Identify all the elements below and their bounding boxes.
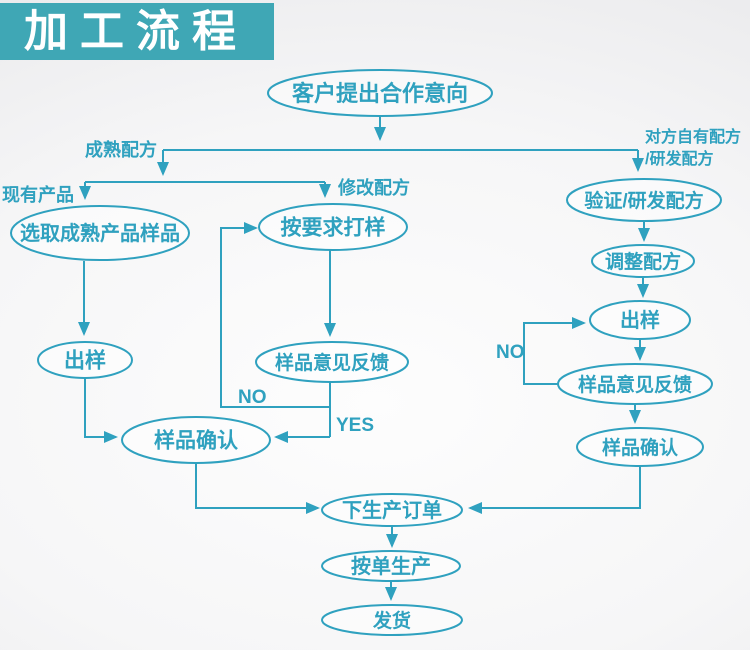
node-feedback-mid: 样品意见反馈: [255, 341, 409, 383]
node-feedback-right: 样品意见反馈: [557, 363, 713, 405]
node-start-shape: [267, 69, 493, 117]
node-sample-out-left-label: 出样: [64, 349, 106, 373]
arrow-no-loop-right: [523, 317, 586, 385]
node-feedback-right-shape: [557, 363, 713, 405]
node-confirm-left-label: 样品确认: [154, 429, 238, 453]
label-yes-mid: YES: [336, 415, 374, 436]
node-sample-out-right: 出样: [589, 300, 691, 340]
node-verify-formula: 验证/研发配方: [566, 178, 722, 222]
node-sample-out-left: 出样: [37, 341, 133, 379]
node-produce-per-order-label: 按单生产: [351, 554, 431, 578]
node-sample-out-right-shape: [589, 300, 691, 340]
label-mature-formula: 成熟配方: [85, 139, 157, 160]
arrow-confirm-right-to-order: [468, 466, 641, 514]
edges: [78, 116, 650, 601]
page-title: 加工流程: [24, 7, 248, 56]
arrow-sample-out-to-confirm-left: [84, 378, 118, 443]
node-select-sample-shape: [10, 205, 190, 261]
edge-labels: 成熟配方 现有产品 修改配方 对方自有配方 /研发配方 NO YES NO: [2, 127, 741, 436]
node-verify-formula-label: 验证/研发配方: [584, 189, 703, 212]
node-start: 客户提出合作意向: [267, 69, 493, 117]
node-sample-on-request: 按要求打样: [258, 203, 408, 251]
node-feedback-mid-label: 样品意见反馈: [275, 351, 389, 374]
node-adjust-formula-label: 调整配方: [605, 250, 681, 273]
node-start-label: 客户提出合作意向: [292, 81, 468, 106]
node-production-order: 下生产订单: [321, 493, 463, 527]
label-own-formula-line2: /研发配方: [645, 149, 713, 168]
label-existing-product: 现有产品: [2, 184, 74, 205]
label-no-right: NO: [496, 342, 525, 363]
label-no-mid: NO: [238, 387, 267, 408]
arrow-no-loop-mid: [220, 222, 330, 408]
node-sample-on-request-shape: [258, 203, 408, 251]
node-produce-per-order-shape: [321, 550, 461, 582]
node-sample-out-right-label: 出样: [620, 308, 660, 332]
label-own-formula-line1: 对方自有配方: [645, 127, 741, 146]
node-verify-formula-shape: [566, 178, 722, 222]
arrow-confirm-left-to-order: [195, 463, 320, 514]
nodes: 客户提出合作意向 选取成熟产品样品 按要求打样 验证/研发配方 调整配方 出样: [10, 69, 722, 636]
node-confirm-left: 样品确认: [121, 416, 271, 464]
node-sample-on-request-label: 按要求打样: [281, 216, 386, 240]
node-confirm-right-shape: [576, 427, 704, 467]
node-produce-per-order: 按单生产: [321, 550, 461, 582]
title-banner: 加工流程: [0, 3, 274, 60]
node-confirm-right-label: 样品确认: [602, 436, 678, 459]
node-feedback-right-label: 样品意见反馈: [578, 373, 692, 396]
node-select-sample: 选取成熟产品样品: [10, 205, 190, 261]
node-sample-out-left-shape: [37, 341, 133, 379]
node-production-order-shape: [321, 493, 463, 527]
node-select-sample-label: 选取成熟产品样品: [20, 221, 180, 245]
node-adjust-formula-shape: [591, 244, 695, 278]
node-ship-label: 发货: [372, 609, 411, 632]
node-confirm-left-shape: [121, 416, 271, 464]
node-confirm-right: 样品确认: [576, 427, 704, 467]
node-production-order-label: 下生产订单: [342, 498, 442, 522]
node-feedback-mid-shape: [255, 341, 409, 383]
node-ship: 发货: [321, 604, 463, 636]
node-adjust-formula: 调整配方: [591, 244, 695, 278]
label-modify-formula: 修改配方: [337, 177, 410, 198]
node-ship-shape: [321, 604, 463, 636]
